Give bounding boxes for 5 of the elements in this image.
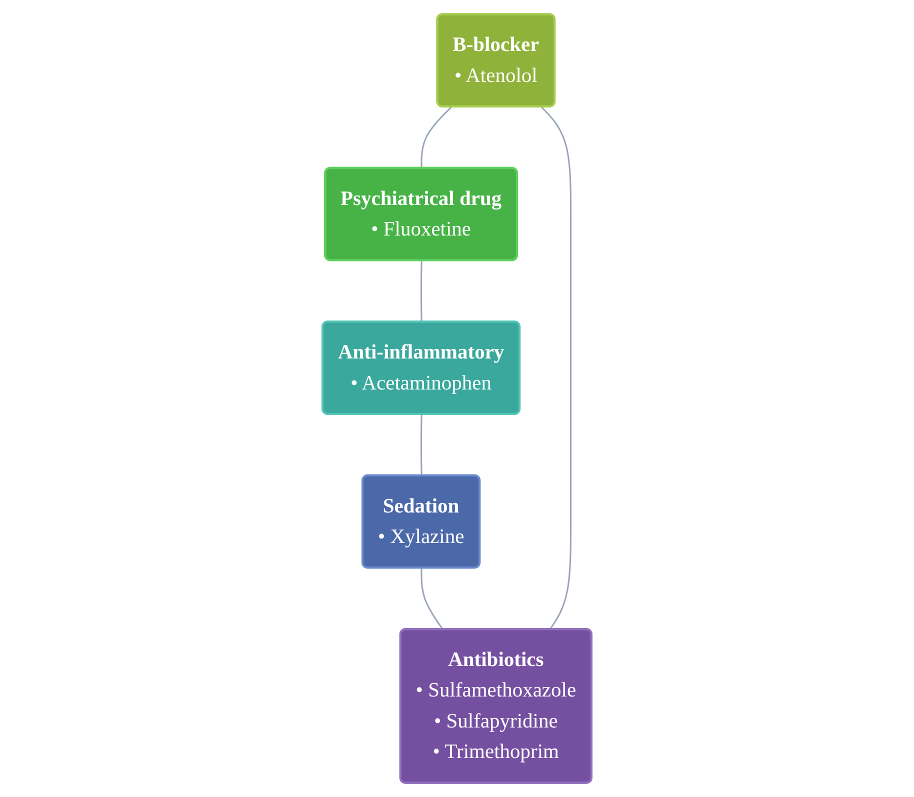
connector [420,260,422,322]
connector [420,106,452,168]
connector [420,568,444,630]
connector [420,414,422,476]
connector [540,106,572,630]
